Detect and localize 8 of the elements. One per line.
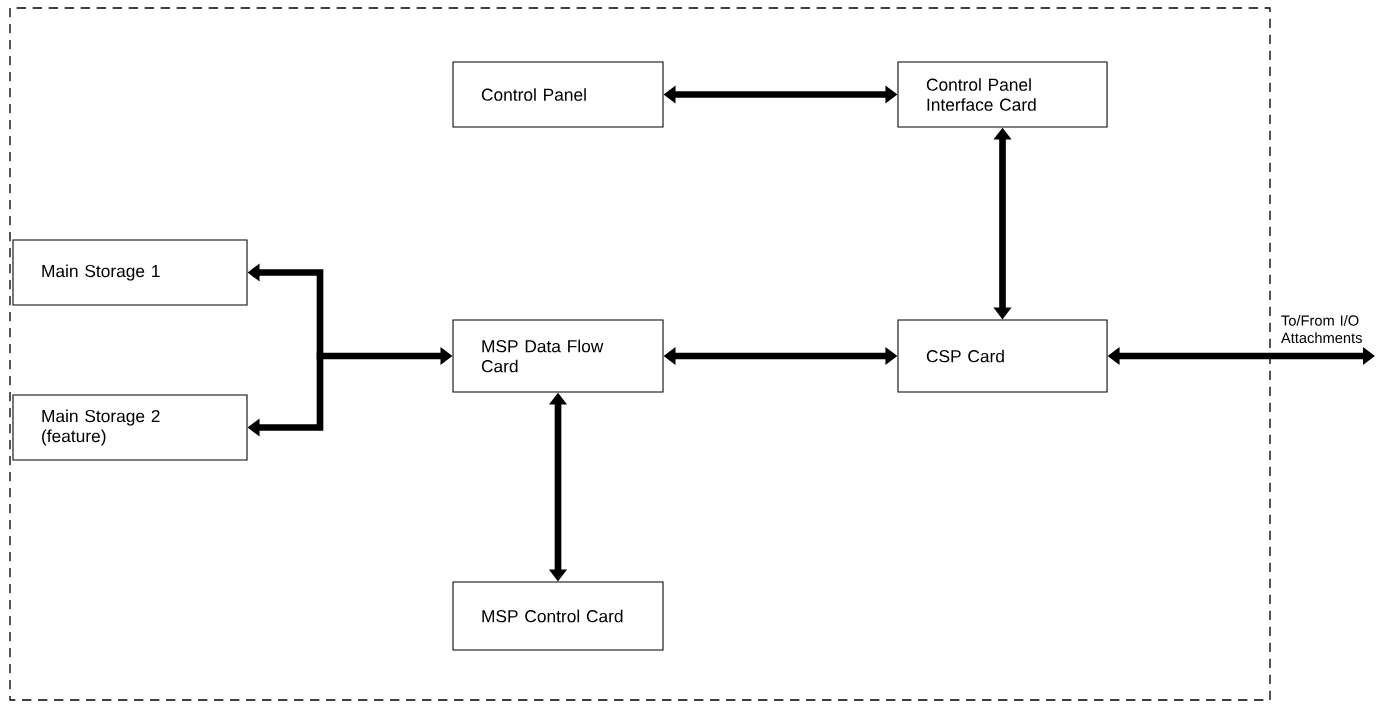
card-box: Main Storage 2 (feature) — [12, 394, 248, 461]
card-box: Main Storage 1 — [12, 239, 248, 306]
card-box: MSP Data Flow Card — [452, 319, 664, 393]
edge-label: To/From I/O Attachments — [1280, 314, 1362, 344]
card-box: MSP Control Card — [452, 581, 664, 651]
card-box: Control Panel — [452, 61, 664, 128]
card-box: Control Panel Interface Card — [897, 61, 1108, 128]
card-box: CSP Card — [897, 319, 1108, 393]
